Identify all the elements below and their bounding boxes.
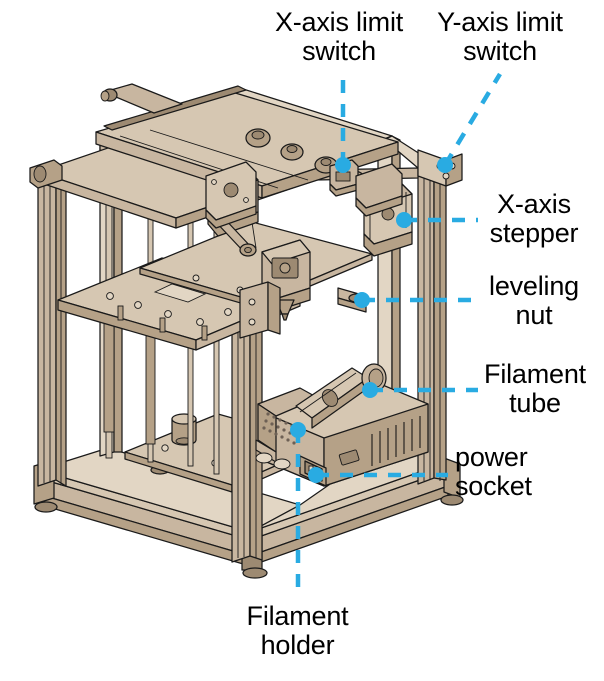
psu-vent-slots — [371, 416, 421, 466]
extruder-carriage — [239, 129, 311, 339]
x-axis-stepper-motor — [355, 163, 413, 257]
callout-x-axis-limit-switch: X-axis limit switch — [274, 7, 404, 67]
dot-x-axis-limit-switch — [335, 157, 351, 173]
callout-filament-tube: Filament tube — [484, 359, 586, 419]
callout-y-axis-limit-switch: Y-axis limit switch — [437, 7, 563, 67]
dot-y-axis-limit-switch — [437, 157, 453, 173]
leader-dots — [290, 157, 453, 483]
leader-y-axis-limit-switch — [443, 72, 502, 167]
dot-filament-tube — [362, 382, 378, 398]
callout-x-axis-stepper: X-axis stepper — [489, 189, 579, 249]
dot-x-axis-stepper — [396, 212, 412, 228]
callout-power-socket: power socket — [455, 442, 532, 502]
dot-power-socket — [308, 467, 324, 483]
dot-leveling-nut — [354, 292, 370, 308]
dot-filament-holder — [290, 422, 306, 438]
leader-lines — [295, 72, 502, 590]
callout-leveling-nut: leveling nut — [489, 271, 579, 331]
callout-filament-holder: Filament holder — [246, 601, 349, 661]
gantry-stepper-motor — [205, 161, 257, 229]
